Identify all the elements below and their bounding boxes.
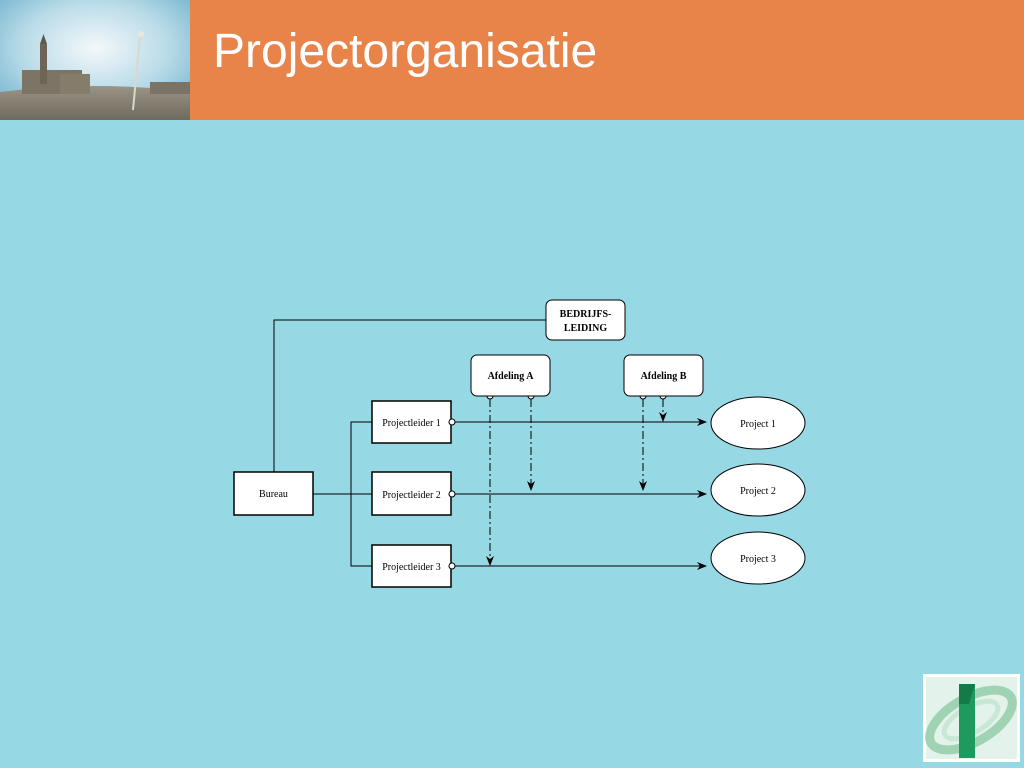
project-1-ellipse: Project 1 xyxy=(710,396,806,450)
project-2-ellipse: Project 2 xyxy=(710,463,806,517)
department-b-label: Afdeling B xyxy=(641,371,687,382)
project-leader-1-label: Projectleider 1 xyxy=(382,418,441,429)
leader-1-connector-dot xyxy=(448,418,456,426)
city-square-photo xyxy=(0,0,190,120)
leader-bracket-connector xyxy=(350,421,372,567)
management-label-line2: LEIDING xyxy=(564,323,608,334)
department-a-box: Afdeling A xyxy=(470,354,551,397)
management-box: BEDRIJFS- LEIDING xyxy=(545,299,626,341)
logo-icon xyxy=(923,674,1020,762)
bureau-label: Bureau xyxy=(259,489,288,500)
management-label-line1: BEDRIJFS- xyxy=(560,309,612,320)
project-3-label: Project 3 xyxy=(740,554,776,565)
bureau-box: Bureau xyxy=(233,471,314,516)
photo-illustration xyxy=(0,0,190,120)
project-leader-2-box: Projectleider 2 xyxy=(371,471,452,516)
page-title: Projectorganisatie xyxy=(213,25,598,78)
department-b-box: Afdeling B xyxy=(623,354,704,397)
project-leader-2-label: Projectleider 2 xyxy=(382,490,441,501)
leader-3-connector-dot xyxy=(448,562,456,570)
management-bureau-connector xyxy=(273,319,546,472)
department-a-label: Afdeling A xyxy=(488,371,535,382)
project-1-label: Project 1 xyxy=(740,419,776,430)
project-3-ellipse: Project 3 xyxy=(710,531,806,585)
project-leader-1-box: Projectleider 1 xyxy=(371,400,452,444)
project-leader-3-label: Projectleider 3 xyxy=(382,562,441,573)
project-2-label: Project 2 xyxy=(740,486,776,497)
leader-2-connector-dot xyxy=(448,490,456,498)
header-bar: Projectorganisatie xyxy=(0,0,1024,120)
company-logo xyxy=(923,674,1020,767)
project-leader-3-box: Projectleider 3 xyxy=(371,544,452,588)
